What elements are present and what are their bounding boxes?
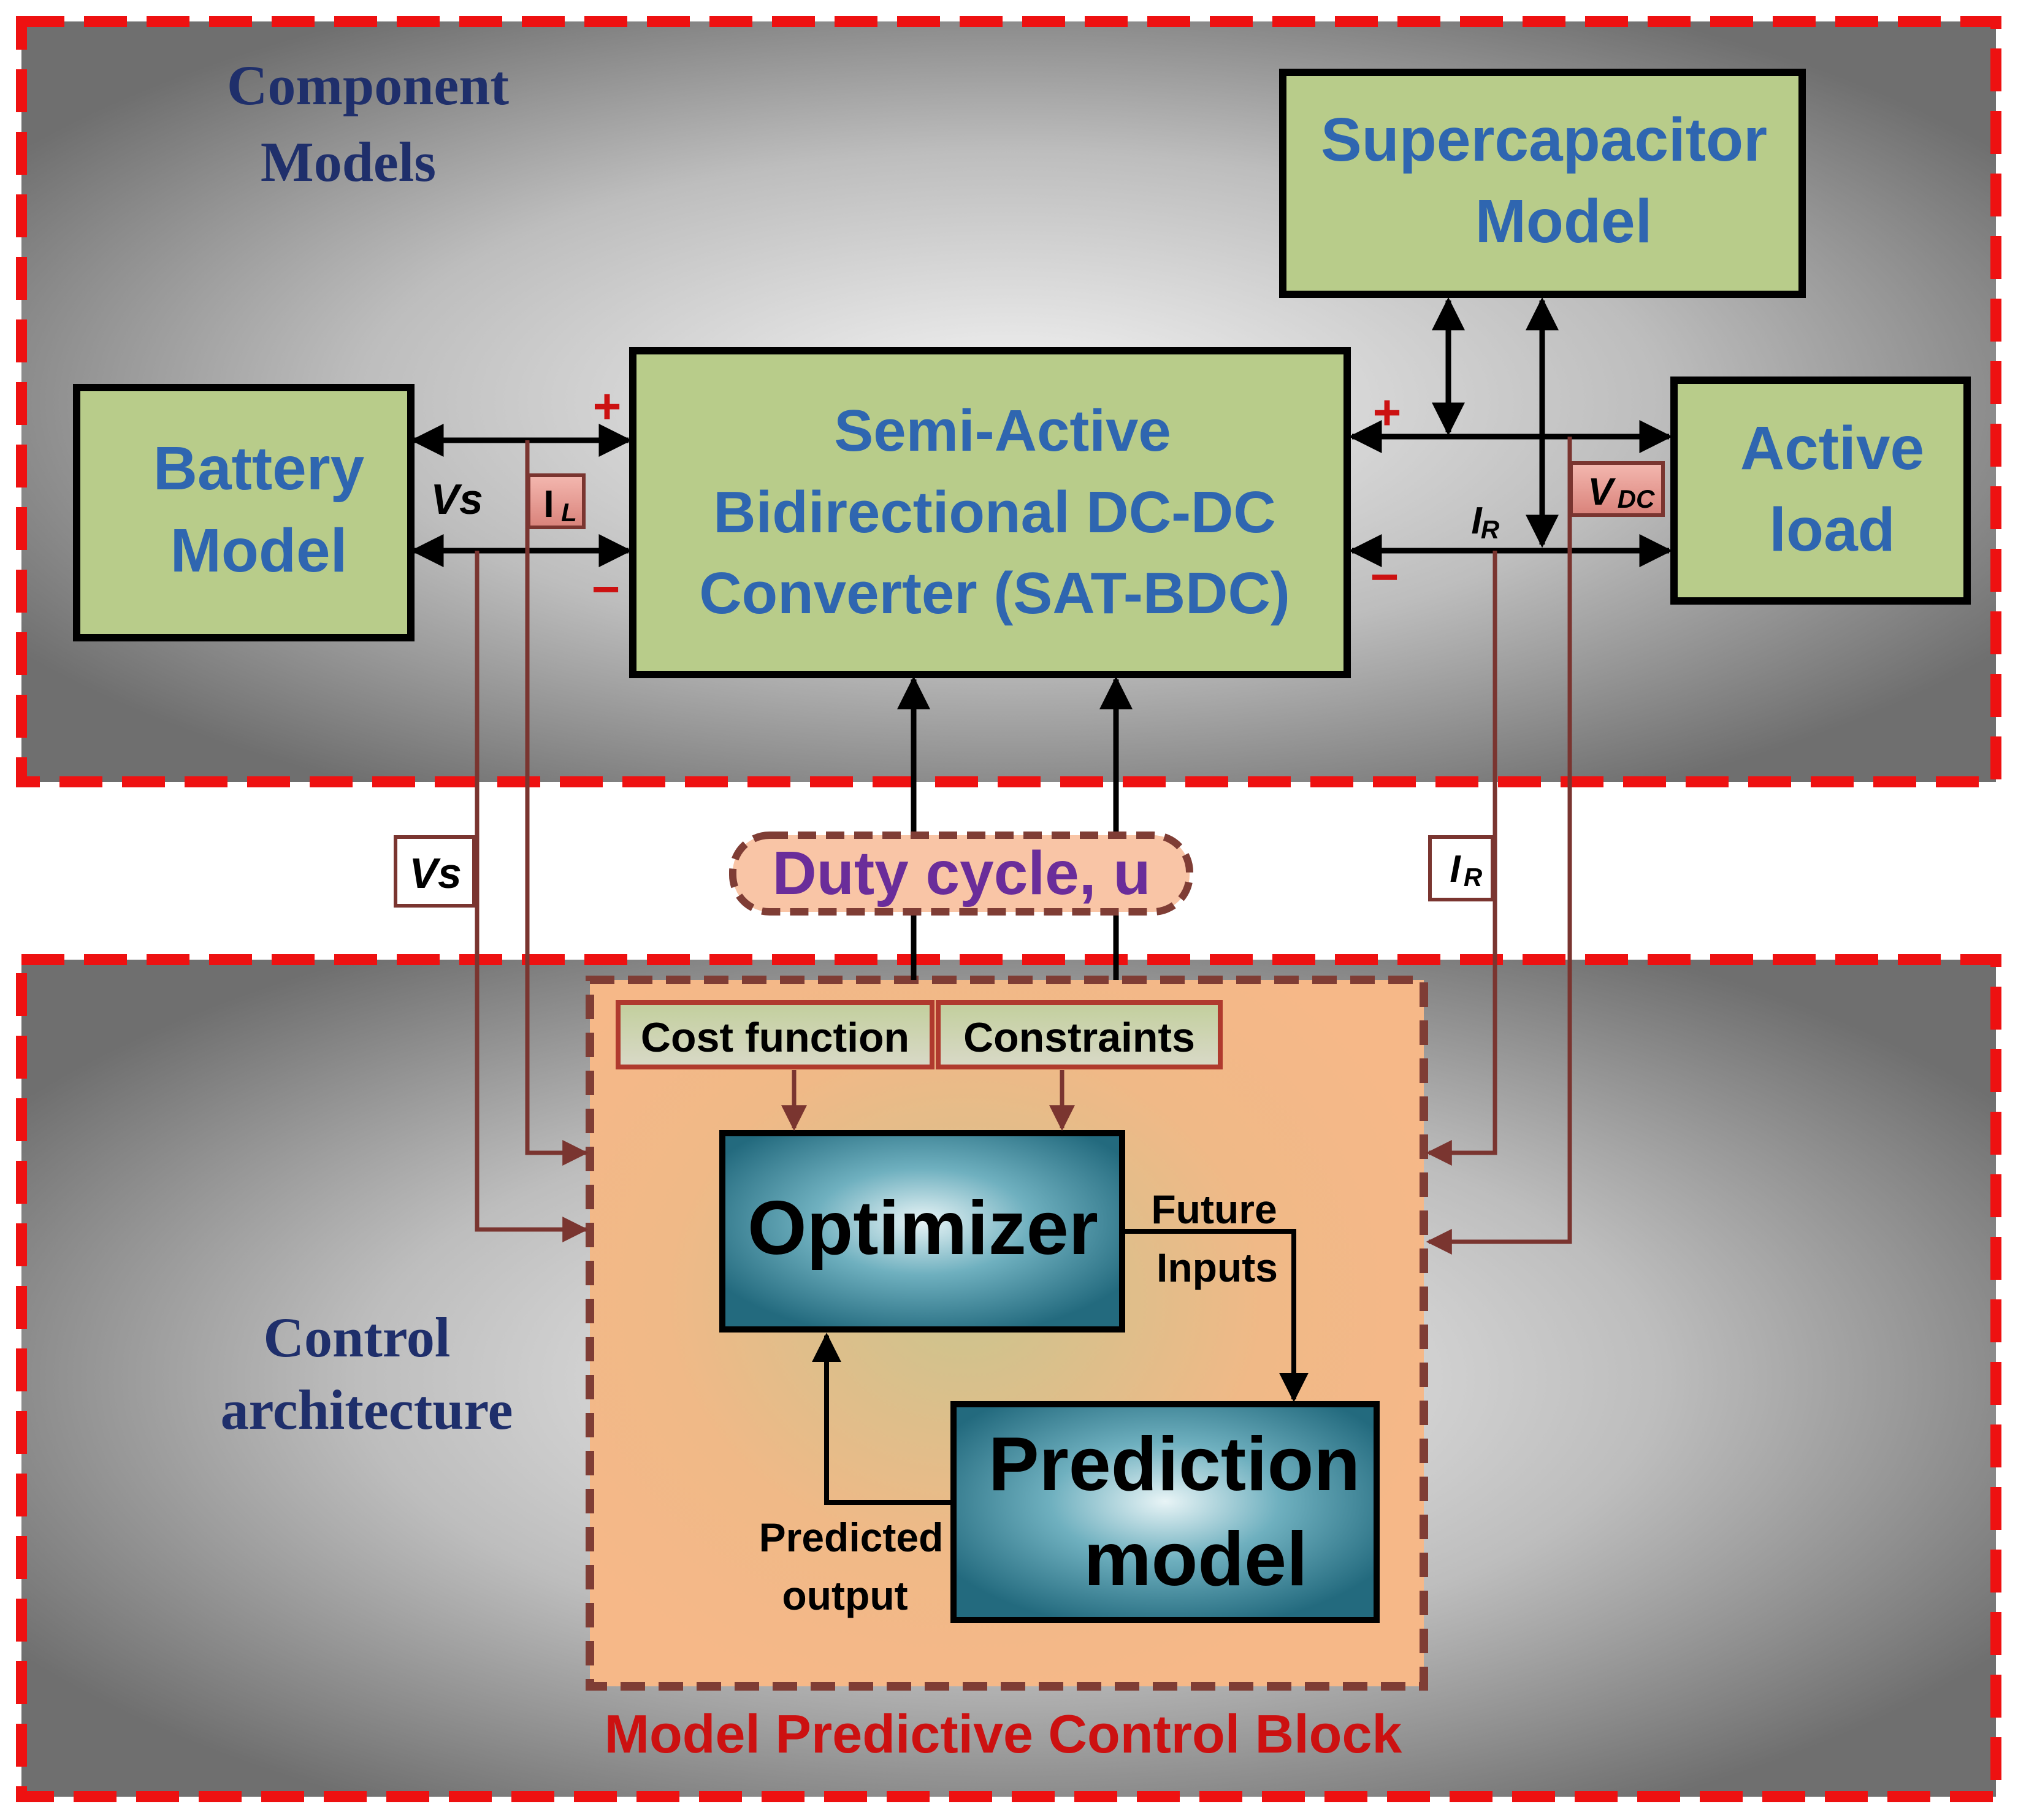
il-tag: I L [527,473,586,529]
future-inputs-arrow [1123,1229,1309,1402]
output-label: output [782,1573,908,1618]
component-models-label-2: Models [261,131,436,193]
predicted-label: Predicted [759,1515,944,1560]
svg-text:Cost function: Cost function [641,1014,909,1061]
duty-cycle-pill: Duty cycle, u [729,832,1193,916]
load-minus-sign: − [1370,549,1399,604]
inputs-label: Inputs [1156,1245,1278,1290]
battery-minus-sign: − [592,562,621,616]
vs-tag: Vs [394,835,476,908]
load-label-2: load [1769,495,1895,564]
component-models-label: Component [227,54,509,117]
battery-label-1: Battery [153,434,365,503]
sat-bdc-converter-block: Semi-Active Bidirectional DC-DC Converte… [629,347,1351,678]
vs-feedback-line [475,551,589,1242]
constraints-tag: Constraints [936,1000,1223,1069]
vdc-feedback-line [1426,437,1572,1255]
cost-function-tag: Cost function [616,1000,934,1069]
control-label: Control [264,1306,451,1369]
load-plus-sign: + [1373,385,1402,440]
converter-label-1: Semi-Active [834,398,1171,464]
load-label-1: Active [1740,414,1924,483]
supercap-label-2: Model [1475,187,1653,256]
svg-text:I: I [543,483,554,526]
svg-text:Vs: Vs [409,849,462,897]
svg-text:I: I [1471,500,1483,542]
il-feedback-line [525,440,589,1166]
architecture-label: architecture [221,1378,513,1441]
supercapacitor-model-block: Supercapacitor Model [1279,69,1806,298]
supercap-label-1: Supercapacitor [1321,105,1767,174]
duty-cycle-label: Duty cycle, u [773,839,1151,908]
svg-text:R: R [1481,515,1500,544]
vs-label-top: Vs [430,475,483,523]
active-load-block: Active load [1670,377,1971,605]
prediction-model-block: Prediction model [950,1401,1380,1623]
converter-label-3: Converter (SAT-BDC) [699,560,1290,626]
svg-text:L: L [561,498,577,527]
svg-text:DC: DC [1618,484,1655,513]
ir-label-top: I R [1471,500,1499,544]
prediction-label-2: model [1084,1517,1307,1602]
vdc-tag: V DC [1569,461,1665,517]
converter-label-2: Bidirectional DC-DC [713,480,1275,545]
ir-feedback-line [1426,551,1497,1166]
optimizer-label: Optimizer [747,1186,1098,1271]
battery-label-2: Model [170,516,348,585]
svg-text:I: I [1450,848,1461,890]
prediction-label-1: Prediction [988,1422,1360,1507]
svg-text:V: V [1588,471,1616,513]
battery-model-block: Battery Model [73,384,415,641]
svg-text:Constraints: Constraints [963,1014,1195,1061]
svg-text:R: R [1464,863,1483,892]
battery-plus-sign: + [593,379,622,434]
ir-tag: I R [1428,835,1494,901]
future-label: Future [1151,1187,1277,1232]
mpc-block-title: Model Predictive Control Block [605,1703,1403,1764]
optimizer-block: Optimizer [719,1130,1125,1332]
predicted-output-arrow [812,1332,950,1505]
